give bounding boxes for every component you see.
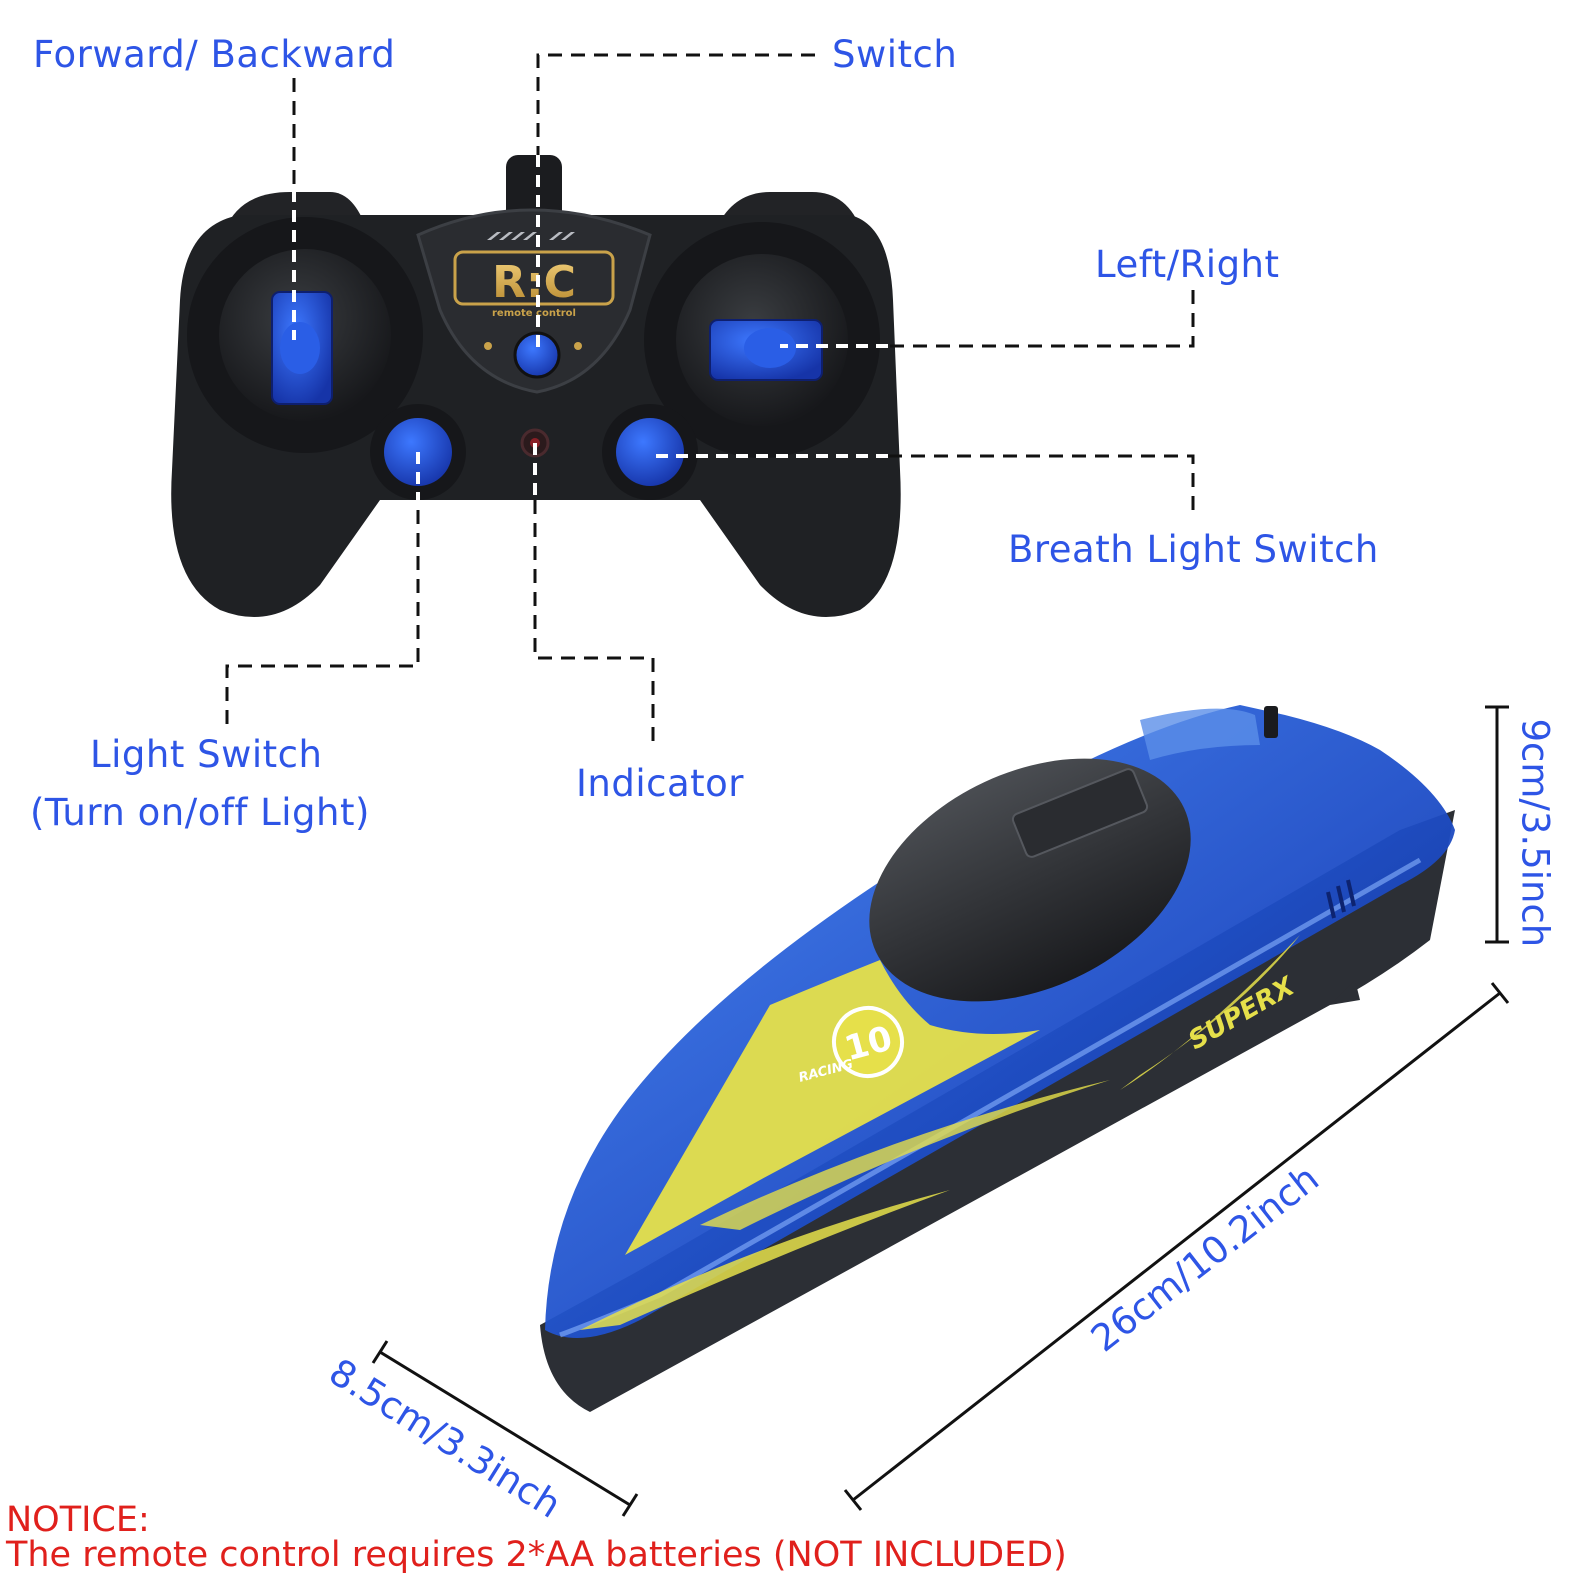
width-dimension-line <box>379 1350 631 1507</box>
rc-logo-frame <box>453 250 615 306</box>
rc-logo: R:C <box>492 257 576 308</box>
controller-center-plate <box>416 208 652 394</box>
dimension-height: 9cm/3.5inch <box>1513 718 1557 948</box>
label-light-switch-sub: (Turn on/off Light) <box>30 791 370 834</box>
boat-upper-hull <box>545 705 1455 1338</box>
indicator-dot-left <box>484 342 492 350</box>
label-indicator: Indicator <box>576 762 745 805</box>
label-light-switch: Light Switch <box>90 733 323 776</box>
label-switch: Switch <box>832 33 958 76</box>
rc-boat: 10 RACING SUPERX <box>540 705 1455 1412</box>
boat-number-badge: 10 <box>832 1006 904 1078</box>
remote-controller: R:C remote control <box>171 155 901 618</box>
leader-switch <box>536 53 815 155</box>
boat-rear-deck <box>1140 708 1260 760</box>
length-dimension-line <box>852 991 1501 1502</box>
left-right-knob <box>744 328 796 368</box>
leader-left-right <box>888 290 1195 348</box>
boat-antenna <box>1264 706 1278 738</box>
label-breath-light-switch: Breath Light Switch <box>1008 528 1379 571</box>
power-switch-button[interactable] <box>513 331 561 379</box>
notice-title: NOTICE: <box>6 1500 150 1540</box>
leader-light-switch <box>225 510 420 728</box>
controller-antenna <box>506 155 562 225</box>
boat-fin <box>1330 980 1360 1005</box>
boat-side-stripe-2 <box>700 1080 1110 1230</box>
dimension-lines <box>371 705 1510 1517</box>
boat-side-stripe-1 <box>580 1190 950 1330</box>
boat-hatch <box>1011 768 1149 858</box>
forward-backward-knob <box>280 322 320 374</box>
leader-indicator <box>533 500 655 745</box>
notice-text: The remote control requires 2*AA batteri… <box>6 1535 1067 1575</box>
rc-logo-subtext: remote control <box>492 308 576 319</box>
boat-vents <box>1326 879 1356 919</box>
label-left-right: Left/Right <box>1095 243 1280 286</box>
leader-lines <box>225 53 1195 745</box>
chevron-decoration <box>487 232 575 240</box>
boat-yellow-stripe <box>625 960 1040 1255</box>
indicator-dot-right <box>574 342 582 350</box>
leader-breath-light <box>888 454 1195 510</box>
label-forward-backward: Forward/ Backward <box>33 33 396 76</box>
breath-light-switch-button[interactable] <box>616 418 684 486</box>
